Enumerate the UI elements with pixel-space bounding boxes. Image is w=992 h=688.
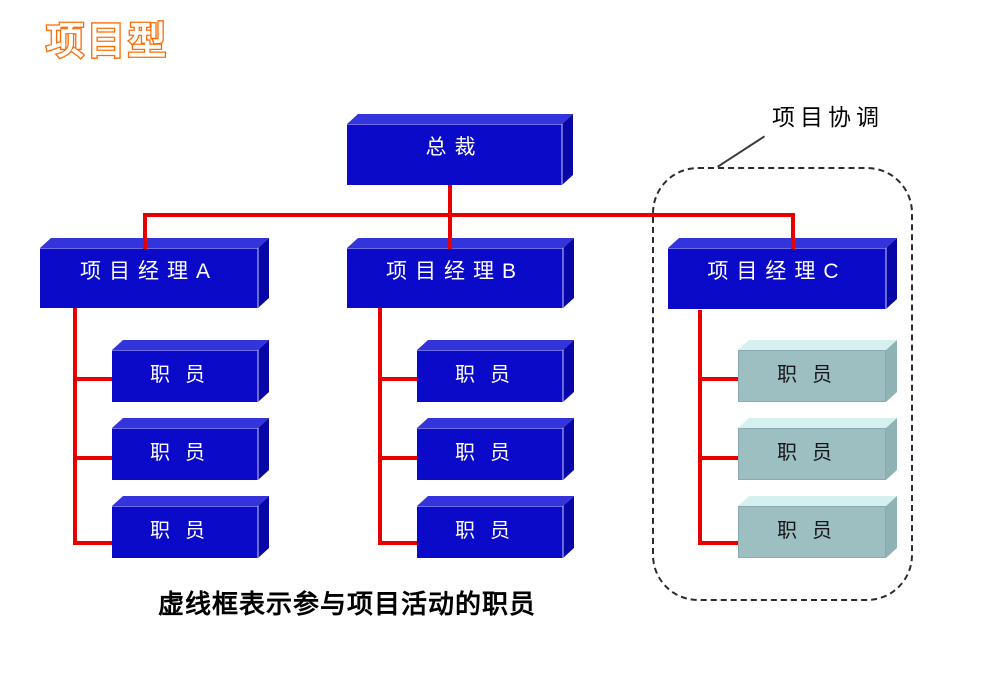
- box-top-face: [738, 496, 897, 506]
- dashed-group-frame: [652, 167, 913, 601]
- box-top-face: [347, 238, 574, 248]
- org-box-staff-b2-label: 职员: [417, 428, 563, 480]
- connector-colB-vertical: [378, 308, 382, 545]
- box-top-face: [417, 340, 574, 350]
- connector-drop-manager-a: [143, 213, 147, 249]
- connector-colA-stub3: [73, 541, 113, 545]
- connector-trunk-vertical: [448, 185, 452, 215]
- box-side-face: [563, 238, 574, 308]
- box-top-face: [417, 418, 574, 428]
- org-box-manager-a-label: 项目经理A: [40, 248, 258, 308]
- box-side-face: [258, 496, 269, 558]
- box-side-face: [258, 238, 269, 308]
- org-box-staff-b2: 职员: [417, 428, 563, 480]
- org-box-staff-c1: 职员: [738, 350, 886, 402]
- box-top-face: [112, 418, 269, 428]
- org-box-staff-a2: 职员: [112, 428, 258, 480]
- connector-colA-stub2: [73, 456, 113, 460]
- connector-drop-manager-b: [448, 213, 452, 249]
- connector-colB-stub2: [378, 456, 418, 460]
- box-side-face: [258, 340, 269, 402]
- org-box-manager-b: 项目经理B: [347, 248, 563, 308]
- box-side-face: [563, 418, 574, 480]
- connector-colC-stub1: [698, 377, 739, 381]
- box-side-face: [563, 496, 574, 558]
- box-side-face: [886, 340, 897, 402]
- org-box-president: 总裁: [347, 124, 562, 185]
- org-box-staff-a1-label: 职员: [112, 350, 258, 402]
- box-top-face: [112, 340, 269, 350]
- org-box-staff-a3: 职员: [112, 506, 258, 558]
- annotation-label: 项目协调: [772, 104, 884, 130]
- org-box-staff-b1: 职员: [417, 350, 563, 402]
- slide-title-text: 项目型: [46, 21, 169, 63]
- org-box-staff-a3-label: 职员: [112, 506, 258, 558]
- org-box-manager-a: 项目经理A: [40, 248, 258, 308]
- box-top-face: [738, 340, 897, 350]
- annotation-pointer-line: [717, 135, 766, 168]
- box-top-face: [40, 238, 269, 248]
- connector-colC-vertical: [698, 310, 702, 545]
- connector-colA-vertical: [73, 308, 77, 545]
- connector-trunk-horizontal: [143, 213, 795, 217]
- connector-colC-stub3: [698, 541, 739, 545]
- box-side-face: [886, 238, 897, 309]
- box-side-face: [886, 496, 897, 558]
- org-box-staff-c2: 职员: [738, 428, 886, 480]
- box-side-face: [562, 114, 573, 185]
- org-box-manager-b-label: 项目经理B: [347, 248, 563, 308]
- box-top-face: [112, 496, 269, 506]
- box-top-face: [738, 418, 897, 428]
- connector-colC-stub2: [698, 456, 739, 460]
- box-side-face: [563, 340, 574, 402]
- box-side-face: [886, 418, 897, 480]
- org-box-staff-b3-label: 职员: [417, 506, 563, 558]
- org-box-manager-c: 项目经理C: [668, 248, 886, 309]
- org-box-staff-c3: 职员: [738, 506, 886, 558]
- org-box-staff-a2-label: 职员: [112, 428, 258, 480]
- box-top-face: [417, 496, 574, 506]
- org-box-staff-c2-label: 职员: [738, 428, 886, 480]
- org-box-staff-b1-label: 职员: [417, 350, 563, 402]
- org-box-staff-c1-label: 职员: [738, 350, 886, 402]
- box-side-face: [258, 418, 269, 480]
- connector-colA-stub1: [73, 377, 113, 381]
- connector-colB-stub1: [378, 377, 418, 381]
- org-box-president-label: 总裁: [347, 124, 562, 185]
- slide-title: 项目型: [45, 20, 169, 65]
- org-box-manager-c-label: 项目经理C: [668, 248, 886, 309]
- org-box-staff-c3-label: 职员: [738, 506, 886, 558]
- org-box-staff-b3: 职员: [417, 506, 563, 558]
- slide-caption: 虚线框表示参与项目活动的职员: [158, 589, 537, 619]
- connector-drop-manager-c: [791, 213, 795, 249]
- box-top-face: [668, 238, 897, 248]
- connector-colB-stub3: [378, 541, 418, 545]
- box-top-face: [347, 114, 573, 124]
- org-box-staff-a1: 职员: [112, 350, 258, 402]
